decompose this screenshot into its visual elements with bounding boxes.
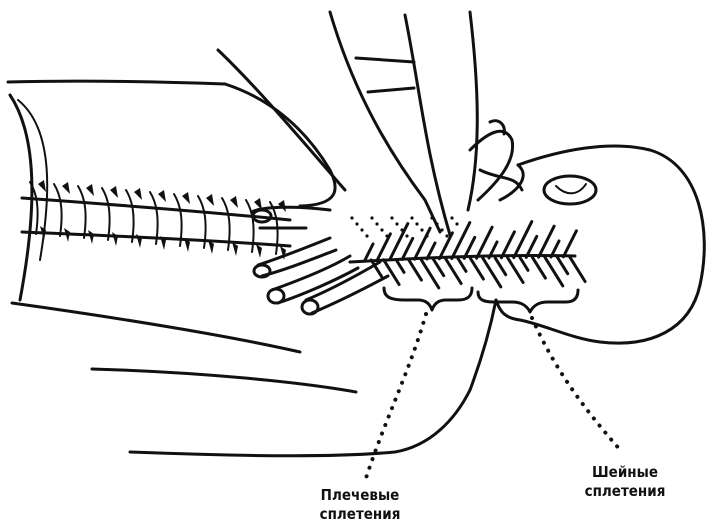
- vertebra-process: [182, 192, 190, 204]
- plexus-fiber: [408, 259, 421, 280]
- plexus-dot: [445, 234, 448, 237]
- vertebra: [150, 192, 158, 244]
- plexus-dot: [400, 228, 403, 231]
- plexus-fiber: [433, 259, 444, 276]
- vertebra-process: [88, 230, 94, 244]
- plexus-fiber: [365, 244, 373, 260]
- plexus-dot: [385, 234, 388, 237]
- plexus-dot: [365, 234, 368, 237]
- plexus-dot: [410, 216, 413, 219]
- plexus-dot: [355, 222, 358, 225]
- label-cervical-line1: Шейные: [583, 463, 667, 482]
- therapist-arm: [218, 12, 522, 235]
- plexus-fiber: [470, 258, 483, 279]
- vertebra: [102, 188, 110, 240]
- plexus-dot: [350, 216, 353, 219]
- plexus-dot: [415, 222, 418, 225]
- vertebra-process: [62, 182, 70, 194]
- plexus-dot: [420, 228, 423, 231]
- vertebra-process: [110, 186, 118, 198]
- label-brachial-plexus: Плечевые сплетения: [308, 486, 412, 524]
- plexus-dot: [380, 228, 383, 231]
- spine: [22, 180, 290, 260]
- plexus-dot: [435, 222, 438, 225]
- plexus-fiber: [501, 232, 514, 258]
- plexus-fiber: [402, 238, 413, 259]
- plexus-dot: [440, 228, 443, 231]
- plexus-dot: [450, 216, 453, 219]
- plexus-dot: [370, 216, 373, 219]
- plexus-dot: [375, 222, 378, 225]
- head: [496, 146, 704, 343]
- vertebra-process: [256, 244, 262, 258]
- vertebra-process: [86, 184, 94, 196]
- plexus-fiber: [396, 260, 404, 273]
- plexus-fiber: [557, 257, 568, 274]
- vertebra-process: [232, 242, 238, 256]
- label-cervical-plexus: Шейные сплетения: [583, 463, 667, 501]
- label-brachial-line1: Плечевые: [308, 486, 412, 505]
- plexus-fiber: [532, 257, 545, 278]
- plexus-dot: [455, 222, 458, 225]
- plexus-dot: [425, 234, 428, 237]
- vertebra: [54, 184, 62, 236]
- vertebra-process: [134, 188, 142, 200]
- plexus-dot: [405, 234, 408, 237]
- vertebra: [78, 186, 86, 238]
- plexus-dot: [395, 222, 398, 225]
- vertebra-process: [206, 194, 214, 206]
- vertebra-process: [158, 190, 166, 202]
- label-cervical-line2: сплетения: [583, 482, 667, 501]
- brace-brachial: [384, 288, 472, 310]
- vertebra-process: [112, 232, 118, 246]
- plexus-fiber: [377, 234, 390, 260]
- vertebra-process: [38, 180, 46, 192]
- vertebra: [126, 190, 134, 242]
- plexus-fiber: [495, 258, 506, 275]
- plexus-fiber: [458, 259, 466, 272]
- plexus-dot: [430, 216, 433, 219]
- plexus-fiber: [570, 257, 586, 282]
- plexus-fiber: [563, 231, 576, 257]
- label-brachial-line2: сплетения: [308, 505, 412, 524]
- plexus-dot: [390, 216, 393, 219]
- plexus-dot: [360, 228, 363, 231]
- plexus-fiber: [520, 258, 528, 271]
- vertebra-process: [230, 196, 238, 208]
